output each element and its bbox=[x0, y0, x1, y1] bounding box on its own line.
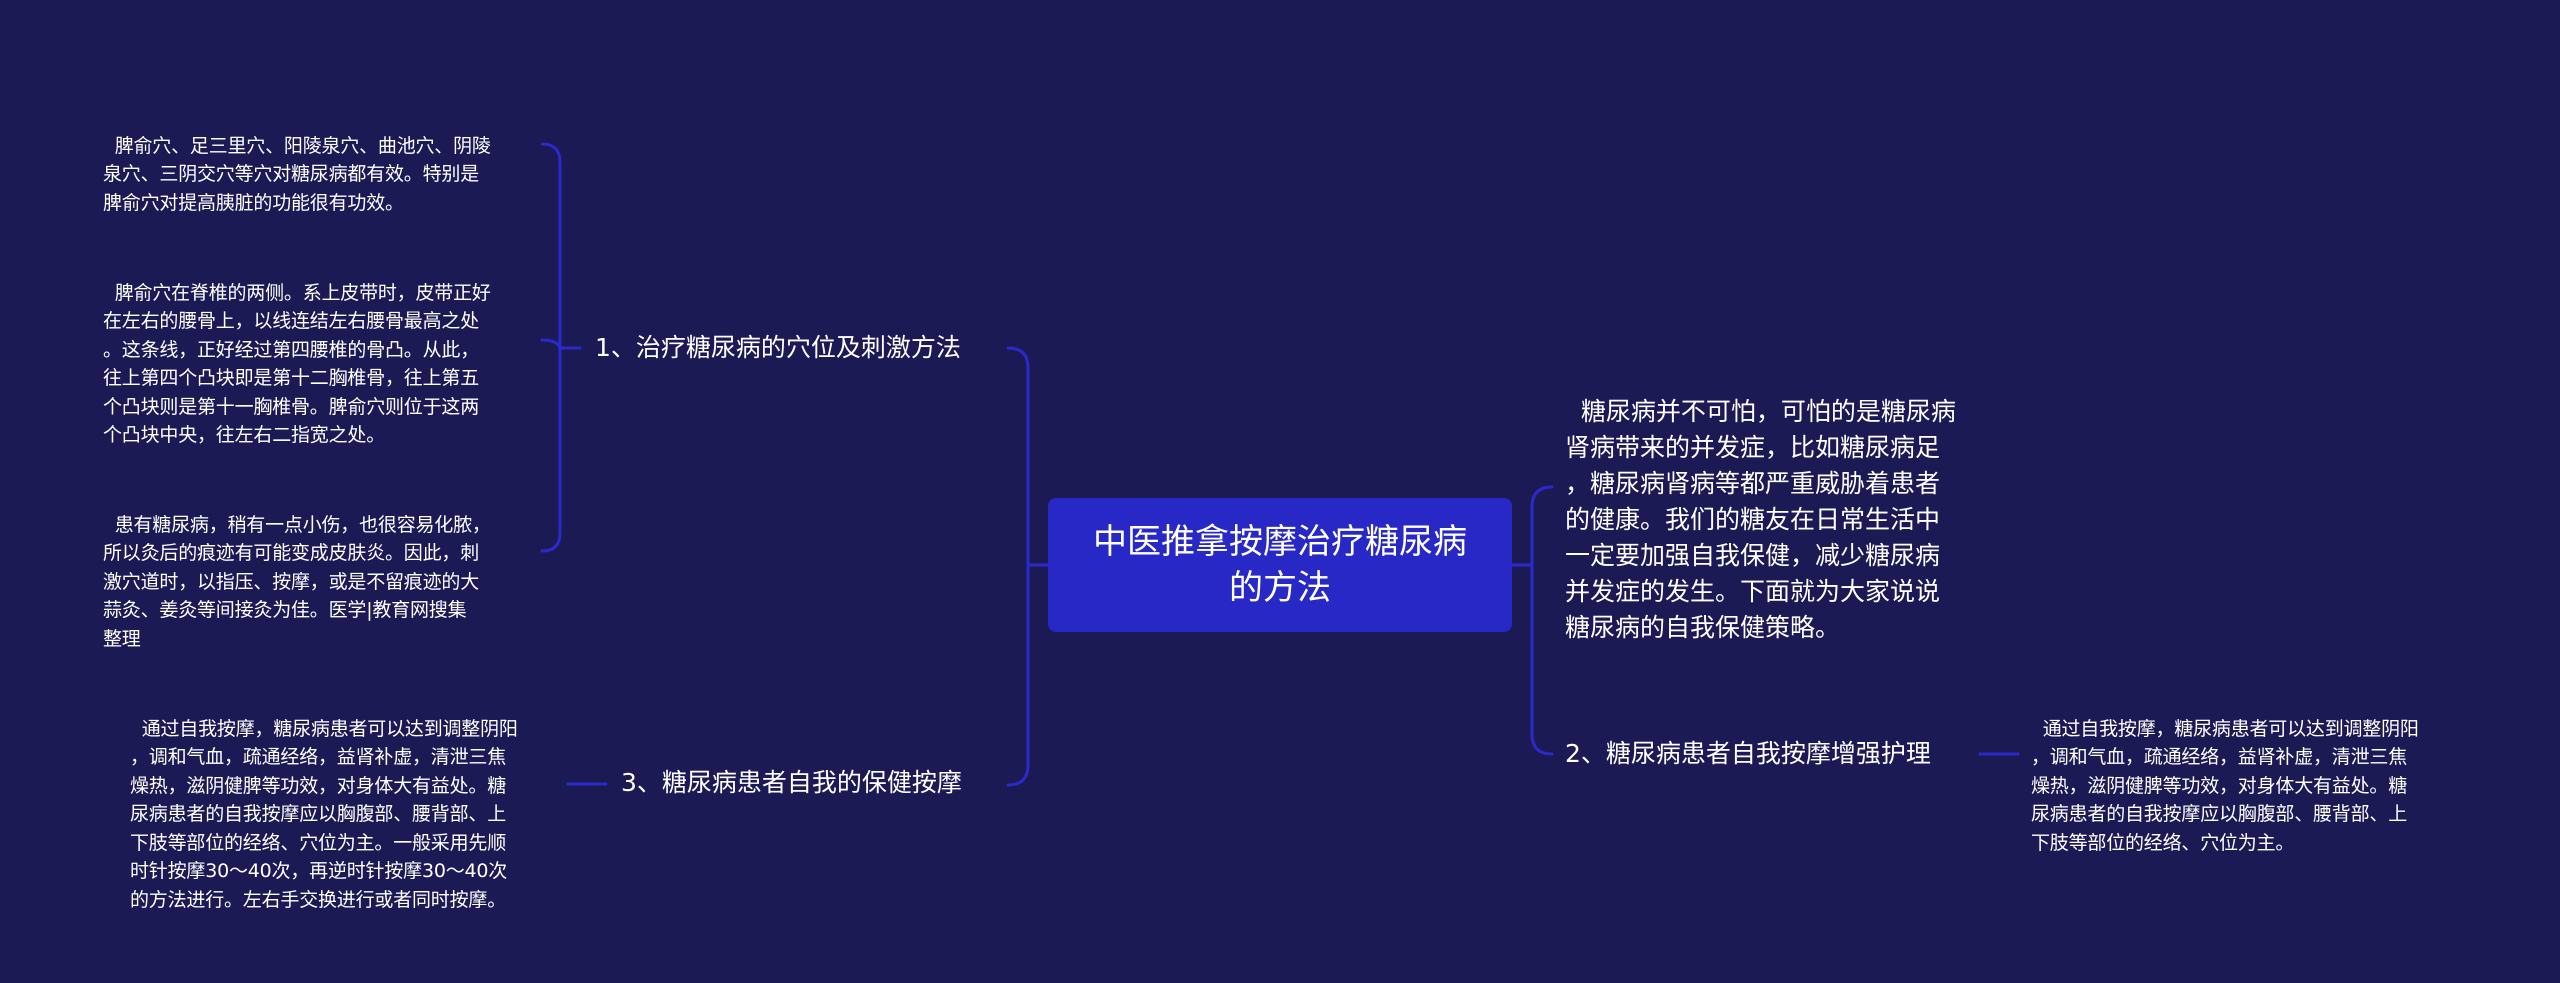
root-node[interactable]: 中医推拿按摩治疗糖尿病 的方法 bbox=[1048, 498, 1512, 632]
right-main-bracket bbox=[1530, 485, 1554, 756]
leaf-text: 通过自我按摩，糖尿病患者可以达到调整阴阳 ，调和气血，疏通经络，益肾补虚，清泄三… bbox=[130, 717, 518, 911]
branch-3-node[interactable]: 3、糖尿病患者自我的保健按摩 bbox=[621, 767, 962, 799]
branch-3-leaf-1[interactable]: 通过自我按摩，糖尿病患者可以达到调整阴阳 ，调和气血，疏通经络，益肾补虚，清泄三… bbox=[130, 686, 518, 914]
leaf-text: 脾俞穴、足三里穴、阳陵泉穴、曲池穴、阴陵 泉穴、三阴交穴等穴对糖尿病都有效。特别… bbox=[103, 134, 491, 214]
leaf-text: 通过自我按摩，糖尿病患者可以达到调整阴阳 ，调和气血，疏通经络，益肾补虚，清泄三… bbox=[2031, 717, 2419, 854]
leaf-text: 脾俞穴在脊椎的两侧。系上皮带时，皮带正好 在左右的腰骨上，以线连结左右腰骨最高之… bbox=[103, 281, 491, 447]
intro-node[interactable]: 糖尿病并不可怕，可怕的是糖尿病 肾病带来的并发症，比如糖尿病足 ，糖尿病肾病等都… bbox=[1565, 358, 1956, 646]
branch-2-leaf-1[interactable]: 通过自我按摩，糖尿病患者可以达到调整阴阳 ，调和气血，疏通经络，益肾补虚，清泄三… bbox=[2031, 686, 2419, 857]
branch-3-label: 3、糖尿病患者自我的保健按摩 bbox=[621, 768, 962, 797]
leaf-text: 患有糖尿病，稍有一点小伤，也很容易化脓， 所以灸后的痕迹有可能变成皮肤炎。因此，… bbox=[103, 513, 491, 650]
branch-2-node[interactable]: 2、糖尿病患者自我按摩增强护理 bbox=[1565, 738, 1931, 770]
root-label: 中医推拿按摩治疗糖尿病 的方法 bbox=[1093, 522, 1467, 608]
branch1-mid-stub bbox=[540, 338, 562, 352]
branch1-sub-bracket bbox=[540, 142, 562, 553]
branch-1-leaf-1[interactable]: 脾俞穴、足三里穴、阳陵泉穴、曲池穴、阴陵 泉穴、三阴交穴等穴对糖尿病都有效。特别… bbox=[103, 103, 491, 217]
branch-1-label: 1、治疗糖尿病的穴位及刺激方法 bbox=[595, 333, 961, 362]
intro-text: 糖尿病并不可怕，可怕的是糖尿病 肾病带来的并发症，比如糖尿病足 ，糖尿病肾病等都… bbox=[1565, 397, 1956, 642]
branch-1-leaf-2[interactable]: 脾俞穴在脊椎的两侧。系上皮带时，皮带正好 在左右的腰骨上，以线连结左右腰骨最高之… bbox=[103, 250, 491, 450]
left-main-bracket bbox=[1006, 346, 1030, 787]
branch-2-label: 2、糖尿病患者自我按摩增强护理 bbox=[1565, 739, 1931, 768]
branch-1-node[interactable]: 1、治疗糖尿病的穴位及刺激方法 bbox=[595, 332, 961, 364]
branch-1-leaf-3[interactable]: 患有糖尿病，稍有一点小伤，也很容易化脓， 所以灸后的痕迹有可能变成皮肤炎。因此，… bbox=[103, 482, 491, 653]
